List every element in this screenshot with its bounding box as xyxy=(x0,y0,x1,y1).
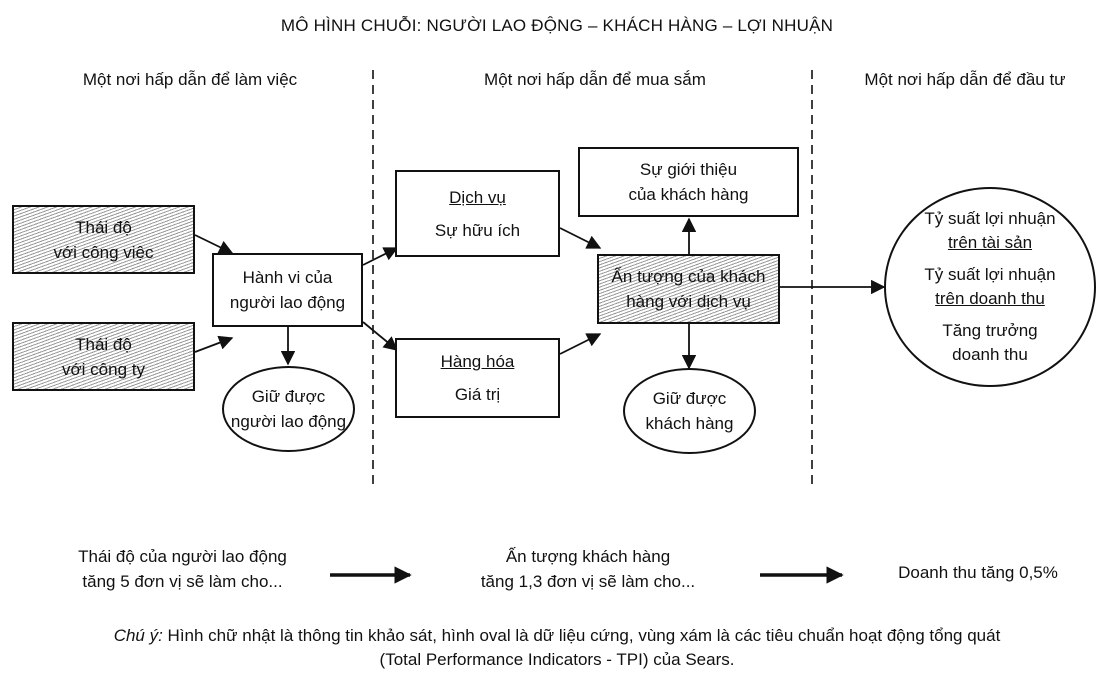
customer-retention-oval: Giữ được khách hàng xyxy=(623,368,756,454)
service-box: Dịch vụ Sự hữu ích xyxy=(395,170,560,257)
merchandise-box: Hàng hóa Giá trị xyxy=(395,338,560,418)
roa-line2: trên tài sản xyxy=(947,233,1033,252)
attitude-job-box: Thái độ với công việc xyxy=(12,205,195,274)
attitude-company-line2: với công ty xyxy=(62,359,145,379)
employee-retention-line1: Giữ được xyxy=(251,387,326,406)
bottom-middle-line2: tăng 1,3 đơn vị sẽ làm cho... xyxy=(480,572,696,591)
ros-line2: trên doanh thu xyxy=(935,289,1045,308)
employee-behavior-line1: Hành vi của xyxy=(242,268,333,287)
merchandise-subtext: Giá trị xyxy=(454,385,501,404)
footnote-line2: (Total Performance Indicators - TPI) của… xyxy=(379,650,735,669)
footnote-label: Chú ý: xyxy=(113,626,163,645)
footnote-text1: Hình chữ nhật là thông tin khảo sát, hìn… xyxy=(162,626,1001,645)
arrow-company-to-behavior xyxy=(194,335,234,353)
customer-referral-line1: Sự giới thiệu xyxy=(639,160,738,179)
employee-retention-line2: người lao động xyxy=(230,412,347,431)
footnote-line1: Chú ý: Hình chữ nhật là thông tin khảo s… xyxy=(0,624,1114,648)
arrow-merchandise-to-impression xyxy=(559,333,602,355)
bottom-left-line2: tăng 5 đơn vị sẽ làm cho... xyxy=(82,572,283,591)
arrow-behavior-to-service xyxy=(362,247,399,266)
attitude-job-line1: Thái độ xyxy=(75,217,132,237)
ros-line1: Tỷ suất lợi nhuận xyxy=(924,265,1056,284)
growth-line1: Tăng trưởng xyxy=(942,321,1038,340)
bottom-right-text: Doanh thu tăng 0,5% xyxy=(898,563,1058,582)
growth-line2: doanh thu xyxy=(952,345,1028,364)
profit-metrics-circle: Tỷ suất lợi nhuận trên tài sản Tỷ suất l… xyxy=(884,187,1096,387)
bottom-middle-line1: Ấn tượng khách hàng xyxy=(505,547,671,566)
column-heading-shop: Một nơi hấp dẫn để mua sắm xyxy=(484,70,706,89)
customer-referral-box: Sự giới thiệu của khách hàng xyxy=(578,147,799,217)
column-heading-invest: Một nơi hấp dẫn để đầu tư xyxy=(864,70,1066,89)
roa-line1: Tỷ suất lợi nhuận xyxy=(924,209,1056,228)
diagram-title: MÔ HÌNH CHUỖI: NGƯỜI LAO ĐỘNG – KHÁCH HÀ… xyxy=(280,16,834,35)
customer-impression-box: Ấn tượng của khách hàng với dịch vụ xyxy=(597,254,780,324)
bottom-middle-text: Ấn tượng khách hàng tăng 1,3 đơn vị sẽ l… xyxy=(448,544,728,594)
customer-retention-line1: Giữ được xyxy=(652,389,727,408)
arrow-behavior-to-merchandise xyxy=(362,321,399,351)
attitude-job-line2: với công việc xyxy=(53,242,154,262)
employee-behavior-box: Hành vi của người lao động xyxy=(212,253,363,327)
customer-impression-line1: Ấn tượng của khách xyxy=(611,267,766,286)
service-subtext: Sự hữu ích xyxy=(434,220,521,240)
arrow-job-to-behavior xyxy=(194,234,234,254)
bottom-left-line1: Thái độ của người lao động xyxy=(78,547,287,566)
bottom-left-text: Thái độ của người lao động tăng 5 đơn vị… xyxy=(50,544,315,594)
merchandise-heading: Hàng hóa xyxy=(440,352,515,371)
arrow-service-to-impression xyxy=(559,227,602,249)
footnote: Chú ý: Hình chữ nhật là thông tin khảo s… xyxy=(0,624,1114,672)
customer-retention-line2: khách hàng xyxy=(645,414,734,433)
customer-referral-line2: của khách hàng xyxy=(628,185,749,204)
column-heading-work: Một nơi hấp dẫn để làm việc xyxy=(82,70,298,89)
employee-retention-oval: Giữ được người lao động xyxy=(222,366,355,452)
attitude-company-line1: Thái độ xyxy=(75,334,132,354)
customer-impression-line2: hàng với dịch vụ xyxy=(626,292,751,311)
service-heading: Dịch vụ xyxy=(449,187,506,207)
attitude-company-box: Thái độ với công ty xyxy=(12,322,195,391)
employee-behavior-line2: người lao động xyxy=(229,293,346,312)
